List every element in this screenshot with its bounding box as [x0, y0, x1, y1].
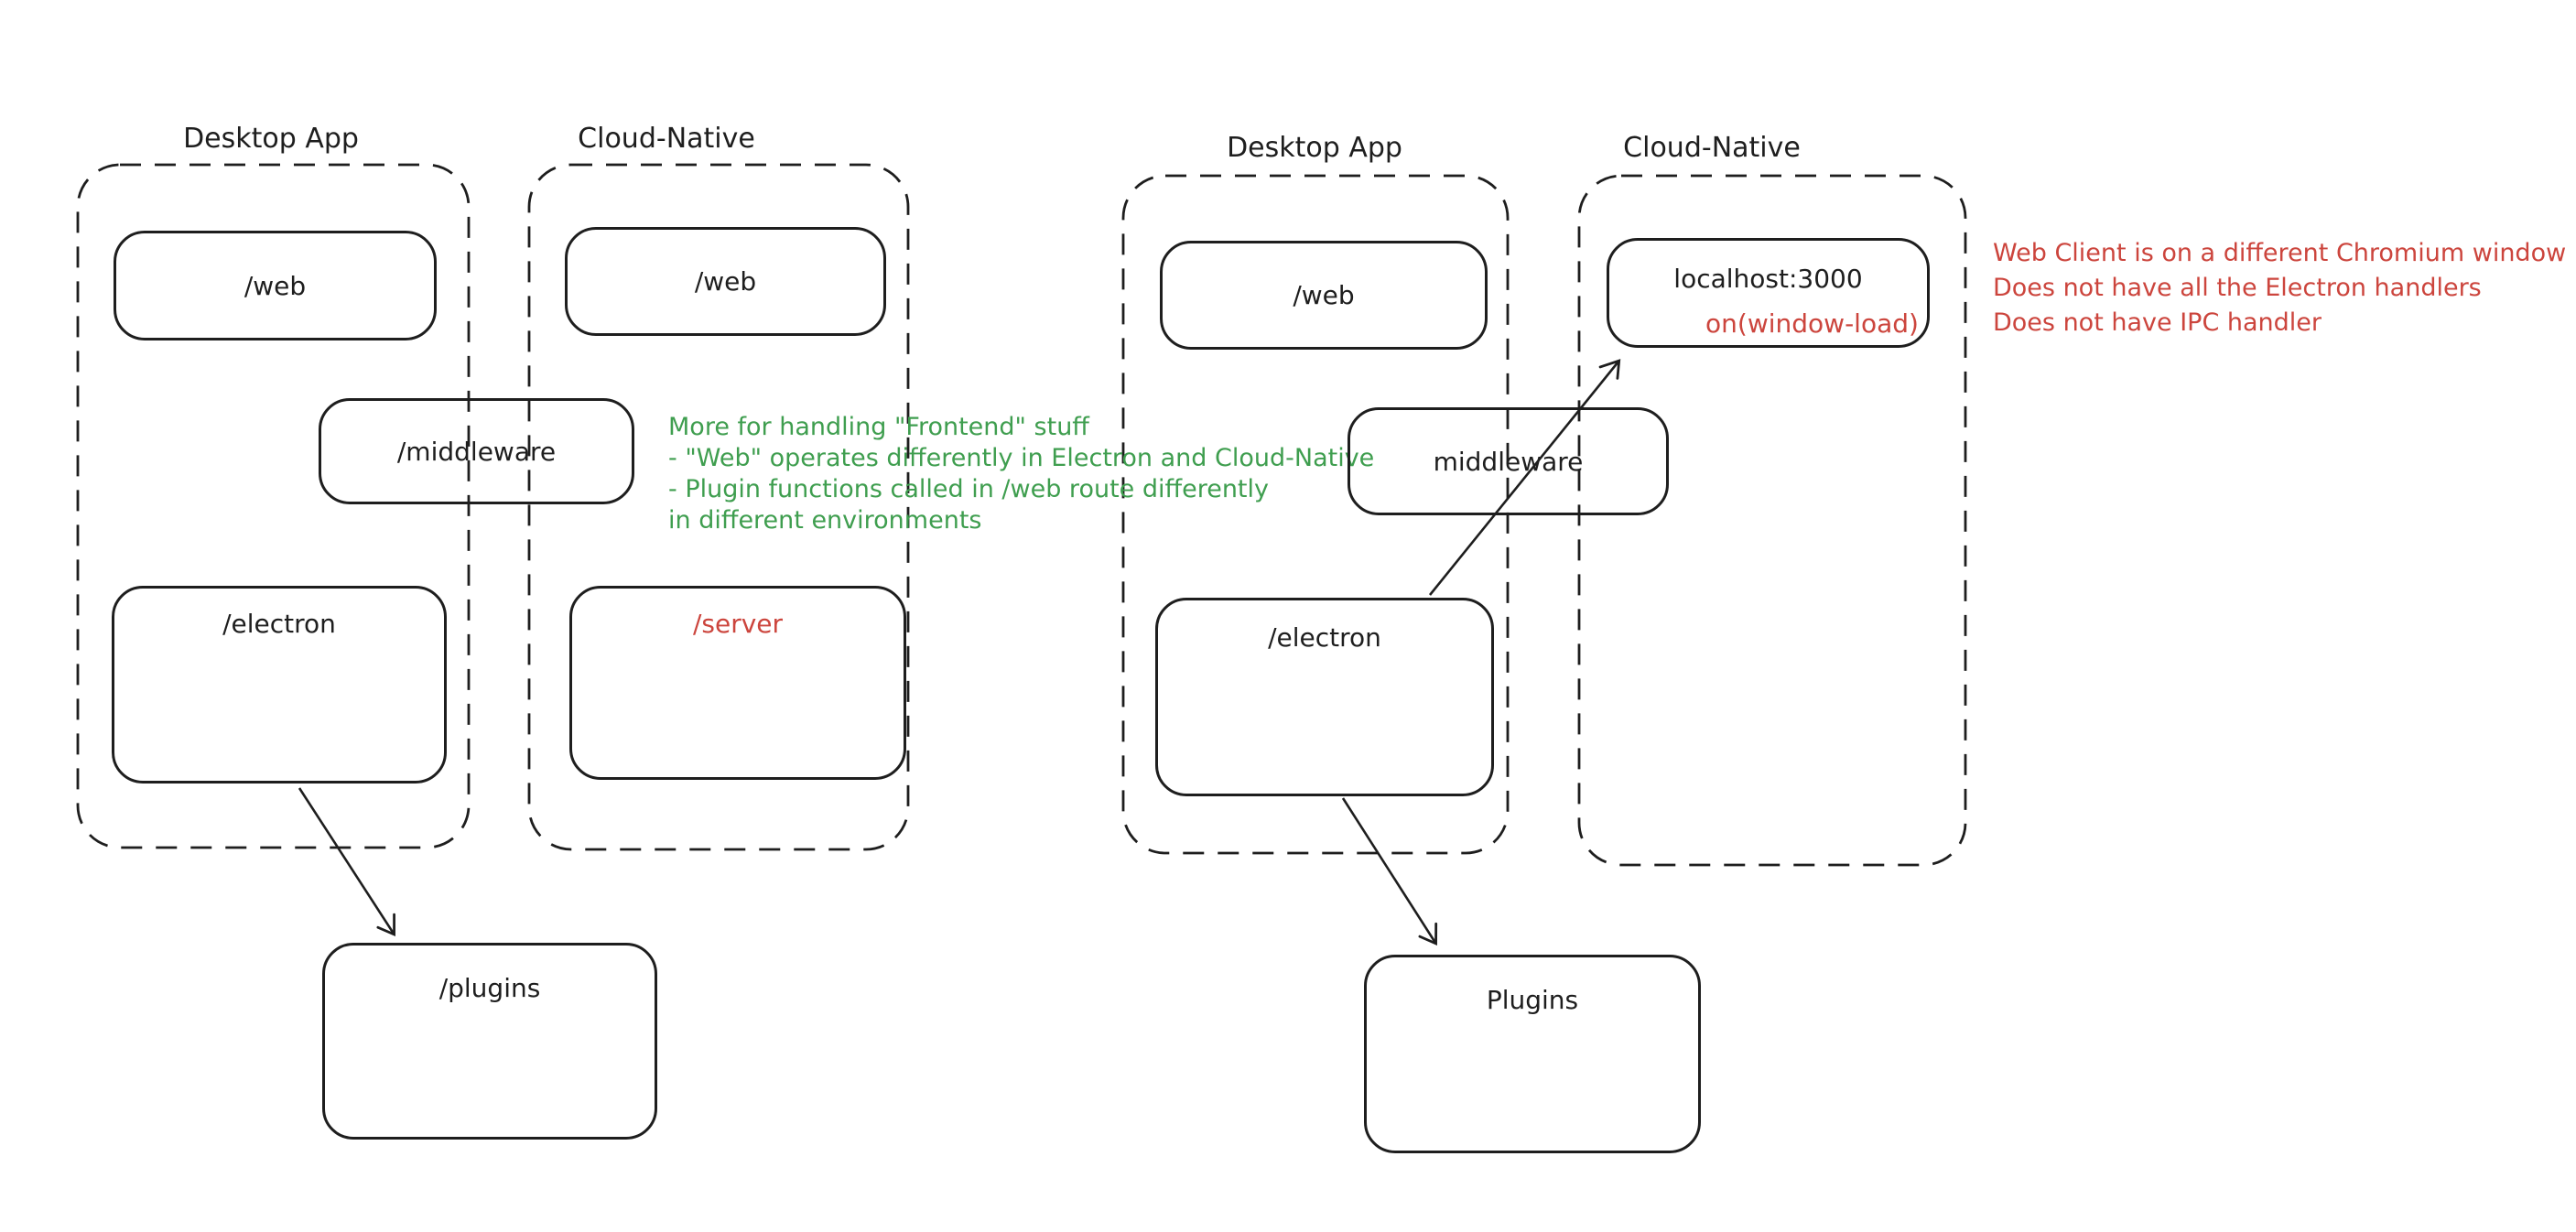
left-plugins-label: /plugins — [438, 973, 541, 1003]
right-middleware-label: middleware — [1433, 446, 1584, 477]
right-desktop-web-node: /web — [1160, 241, 1488, 350]
left-cloud-native-label: Cloud-Native — [578, 123, 755, 155]
right-plugins-node: Plugins — [1364, 955, 1701, 1153]
right-localhost-node: localhost:3000 on(window-load) — [1607, 238, 1930, 348]
right-red-annotation-line-2: Does not have all the Electron handlers — [1993, 274, 2482, 302]
left-electron-node: /electron — [112, 586, 447, 784]
left-green-annotation-line-4: in different environments — [668, 506, 982, 535]
right-electron-to-plugins-arrow — [1341, 797, 1438, 946]
right-electron-label: /electron — [1268, 622, 1381, 653]
right-window-load-label: on(window-load) — [1705, 308, 1919, 339]
left-cloud-web-label: /web — [694, 266, 757, 297]
left-server-label: /server — [692, 609, 784, 639]
right-electron-node: /electron — [1155, 598, 1494, 796]
right-desktop-web-label: /web — [1293, 280, 1355, 310]
left-middleware-label: /middleware — [396, 436, 557, 467]
left-desktop-app-label: Desktop App — [183, 123, 359, 155]
left-green-annotation-line-3: - Plugin functions called in /web route … — [668, 475, 1270, 503]
left-middleware-node: /middleware — [319, 398, 634, 504]
left-desktop-web-node: /web — [114, 231, 437, 340]
right-electron-to-localhost-arrow — [1428, 359, 1621, 596]
left-desktop-dashed-container — [76, 163, 471, 849]
right-plugins-label: Plugins — [1486, 985, 1579, 1015]
right-cloud-dashed-container — [1577, 174, 1967, 867]
left-desktop-web-label: /web — [244, 270, 307, 301]
left-server-node: /server — [569, 586, 906, 780]
right-cloud-native-label: Cloud-Native — [1623, 132, 1801, 164]
right-middleware-node: middleware — [1348, 407, 1669, 515]
left-green-annotation: More for handling "Frontend" stuff - "We… — [668, 412, 1374, 536]
left-cloud-dashed-container — [527, 163, 910, 851]
left-electron-to-plugins-arrow — [298, 787, 395, 937]
right-localhost-label: localhost:3000 — [1673, 264, 1863, 294]
right-red-annotation: Web Client is on a different Chromium wi… — [1993, 236, 2566, 340]
right-red-annotation-line-1: Web Client is on a different Chromium wi… — [1993, 239, 2567, 267]
left-plugins-node: /plugins — [322, 943, 657, 1140]
right-desktop-app-label: Desktop App — [1227, 132, 1402, 164]
left-green-annotation-line-1: More for handling "Frontend" stuff — [668, 413, 1089, 441]
right-red-annotation-line-3: Does not have IPC handler — [1993, 308, 2322, 337]
left-electron-label: /electron — [222, 609, 336, 639]
left-cloud-web-node: /web — [565, 227, 886, 336]
left-green-annotation-line-2: - "Web" operates differently in Electron… — [668, 444, 1375, 472]
